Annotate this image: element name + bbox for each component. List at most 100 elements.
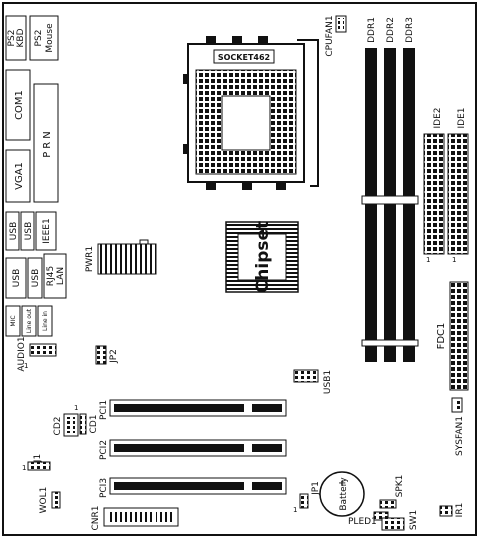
ide1-connector — [447, 133, 469, 255]
ddr-slots: DDR1 DDR2 DDR3 — [361, 17, 419, 362]
usb-port-3 — [5, 257, 27, 299]
usb-port-4-label: USB — [31, 269, 41, 287]
ps2-mouse-label: PS2 — [34, 30, 44, 47]
chipset-label: Chipset — [253, 221, 273, 293]
audio1-label: AUDIO1 — [17, 336, 27, 371]
vga1-label: VGA1 — [14, 162, 25, 190]
jp2-jumper: JP2 — [95, 345, 119, 365]
ps2-keyboard-label: PS2 — [7, 30, 17, 47]
audio1-pin1-label: 1 — [24, 362, 28, 370]
pci-slots: PCI1 PCI2 PCI3 — [99, 399, 287, 498]
cpufan1-label: CPUFAN1 — [325, 15, 335, 56]
cd1-label: CD1 — [89, 415, 99, 434]
rear-io-panel: PS2 KBD PS2 Mouse COM1 PRN VGA1 USB USB … — [5, 15, 67, 337]
usb-port-1 — [5, 211, 20, 251]
pci3-label: PCI3 — [99, 478, 109, 498]
fdc1-connector: FDC1 — [436, 281, 469, 391]
wol1-header: WOL1 — [39, 487, 61, 514]
cpufan1-header: CPUFAN1 — [325, 15, 347, 57]
j1-header: J1 1 — [22, 454, 51, 472]
line-out-jack — [21, 305, 37, 337]
j1-label: J1 — [33, 454, 43, 463]
cnr1-slot: CNR1 — [91, 506, 179, 531]
rj45-label: RJ45 — [46, 266, 56, 286]
ieee1-label: IEEE1 — [42, 218, 52, 243]
ps2-keyboard-port — [5, 15, 27, 61]
battery: Battery + — [319, 471, 365, 517]
usb-port-3-label: USB — [12, 269, 22, 287]
front-panel-headers: SPK1 PLED1 SW1 — [348, 475, 419, 531]
ddr3-label: DDR3 — [405, 17, 415, 43]
line-out-label: Line out — [26, 308, 33, 333]
line-in-label: Line in — [42, 311, 49, 331]
com1-label: COM1 — [14, 90, 25, 120]
ddr2-slot — [384, 48, 396, 362]
socket-label-box — [213, 49, 275, 64]
ddr2-label: DDR2 — [386, 17, 396, 43]
jp1-jumper: JP1 1 — [293, 481, 321, 514]
mic-jack — [5, 305, 21, 337]
usb-port-1-label: USB — [9, 222, 19, 240]
pled1-header — [373, 511, 389, 521]
spk1-label: SPK1 — [395, 475, 405, 498]
cnr1-label: CNR1 — [91, 506, 101, 531]
prn-label: PRN — [42, 128, 53, 157]
ieee1-port — [35, 211, 57, 251]
jp1-label: JP1 — [311, 481, 321, 496]
usb1-label: USB1 — [323, 370, 333, 394]
cd-headers: CD2 CD1 1 — [53, 404, 99, 437]
ir1-header: IR1 — [439, 503, 465, 518]
ps2-mouse-label-2: Mouse — [45, 23, 55, 53]
spk1-header — [379, 499, 397, 509]
ide2-connector — [423, 133, 445, 255]
sw1-label: SW1 — [409, 510, 419, 530]
chipset: Chipset — [225, 221, 299, 293]
usb-port-4 — [27, 257, 43, 299]
pci1-label: PCI1 — [99, 400, 109, 420]
cd1-header — [79, 413, 87, 435]
ddr1-slot — [365, 48, 377, 362]
lan-label: LAN — [56, 267, 66, 285]
socket-label: SOCKET462 — [218, 53, 270, 62]
ide2-label: IDE2 — [433, 108, 443, 129]
cpu-socket: SOCKET462 — [183, 36, 319, 190]
ps2-keyboard-label-2: KBD — [16, 28, 26, 47]
ddr3-slot — [403, 48, 415, 362]
ir1-label: IR1 — [455, 503, 465, 518]
pwr1-connector: PWR1 — [85, 239, 157, 275]
ide2-pin1-label: 1 — [426, 256, 430, 264]
usb1-header: USB1 — [293, 369, 333, 394]
jp1-pin1-label: 1 — [293, 506, 297, 514]
vga1-port — [5, 149, 31, 203]
rj45-lan-port — [43, 253, 67, 299]
jp2-label: JP2 — [109, 349, 119, 364]
sysfan1-label: SYSFAN1 — [455, 416, 465, 456]
ide1-pin1-label: 1 — [452, 256, 456, 264]
ide1-label: IDE1 — [457, 108, 467, 129]
ide-connectors: IDE2 IDE1 1 1 — [423, 108, 469, 264]
prn-port — [33, 83, 59, 203]
fdc1-label: FDC1 — [436, 323, 447, 350]
sw1-header — [381, 517, 405, 531]
j1-pin1-label: 1 — [22, 464, 26, 472]
cd-pin1-label: 1 — [74, 404, 78, 412]
com1-port — [5, 69, 31, 141]
sysfan1-header: SYSFAN1 — [451, 397, 465, 456]
usb-port-2-label: USB — [24, 222, 34, 240]
audio1-header: AUDIO1 1 — [17, 336, 57, 372]
socket-center — [221, 95, 271, 151]
battery-label: Battery — [339, 477, 349, 511]
usb-port-2 — [20, 211, 35, 251]
mic-label: MIC — [10, 315, 17, 326]
line-in-jack — [37, 305, 53, 337]
pci2-label: PCI2 — [99, 440, 109, 460]
pwr1-label: PWR1 — [85, 246, 95, 272]
ddr1-label: DDR1 — [367, 17, 377, 43]
ps2-mouse-port — [29, 15, 59, 61]
socket-lever — [297, 39, 319, 187]
wol1-label: WOL1 — [39, 487, 49, 514]
pled1-label: PLED1 — [348, 517, 377, 527]
battery-plus-symbol: + — [338, 478, 346, 489]
cd2-label: CD2 — [53, 417, 63, 436]
